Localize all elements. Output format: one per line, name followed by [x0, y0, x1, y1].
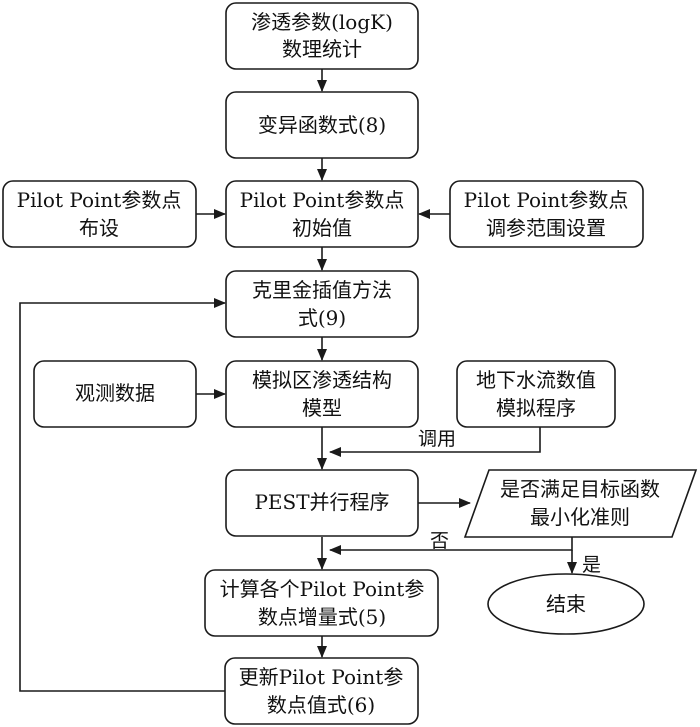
node-text: 布设 [79, 216, 119, 240]
node-text: 是否满足目标函数 [500, 477, 660, 501]
node-text: Pilot Point参数点 [464, 188, 629, 212]
node-pilot-point-layout: Pilot Point参数点 布设 [2, 180, 197, 248]
node-pilot-point-initial: Pilot Point参数点 初始值 [225, 180, 419, 248]
node-text: 数点增量式(5) [258, 605, 386, 629]
node-permeability-model: 模拟区渗透结构 模型 [225, 360, 419, 428]
node-pest-parallel: PEST并行程序 [225, 469, 419, 537]
node-text: 观测数据 [75, 381, 155, 405]
edge-n5r-join [329, 427, 541, 457]
node-groundwater-program: 地下水流数值 模拟程序 [456, 360, 616, 428]
edge-label-no: 否 [430, 530, 449, 552]
node-text: 式(9) [298, 306, 346, 330]
node-compute-increment: 计算各个Pilot Point参 数点增量式(5) [204, 569, 439, 637]
edge-label-yes: 是 [582, 554, 601, 576]
node-text: 最小化准则 [530, 505, 630, 529]
node-text: Pilot Point参数点 [17, 188, 182, 212]
node-update-values: 更新Pilot Point参 数点值式(6) [224, 657, 419, 725]
node-text: 初始值 [292, 216, 352, 240]
node-text: 调参范围设置 [486, 216, 606, 240]
edge-label-call: 调用 [418, 428, 456, 450]
node-text: 数理统计 [282, 37, 362, 61]
node-text: 计算各个Pilot Point参 [220, 577, 425, 601]
node-text: Pilot Point参数点 [240, 188, 405, 212]
node-text: 更新Pilot Point参 [239, 665, 404, 689]
node-pilot-point-range: Pilot Point参数点 调参范围设置 [449, 180, 644, 248]
node-variogram: 变异函数式(8) [225, 91, 419, 159]
node-text: 克里金插值方法 [252, 278, 392, 302]
node-text: 模拟区渗透结构 [252, 368, 392, 392]
node-permeability-stats: 渗透参数(logK) 数理统计 [225, 2, 419, 70]
edge-n6r-no [329, 537, 573, 555]
node-text: 地下水流数值 [476, 368, 596, 392]
node-end: 结束 [487, 573, 645, 635]
node-text: 模拟程序 [496, 396, 576, 420]
node-text: 数点值式(6) [267, 693, 375, 717]
node-decision-criterion: 是否满足目标函数 最小化准则 [463, 469, 698, 538]
node-kriging: 克里金插值方法 式(9) [225, 270, 419, 338]
node-text: 渗透参数(logK) [251, 10, 393, 34]
node-text: 结束 [546, 592, 586, 616]
edge-n8-loop-n4 [19, 298, 226, 692]
node-text: 模型 [302, 396, 342, 420]
node-observation-data: 观测数据 [33, 360, 197, 428]
node-text: PEST并行程序 [254, 490, 389, 514]
node-text: 变异函数式(8) [258, 113, 386, 137]
